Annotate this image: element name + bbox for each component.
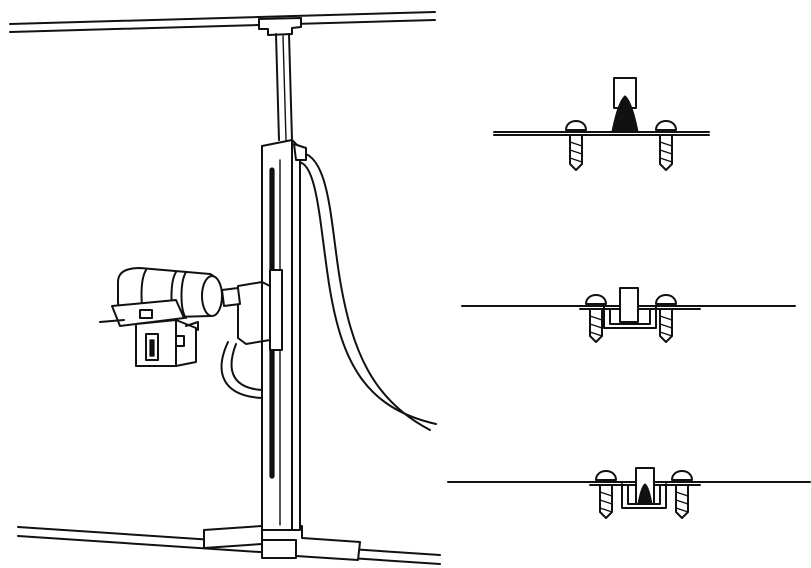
ceiling-mount [258, 17, 302, 36]
carriage-cable [220, 341, 263, 399]
rail-profile-middle [461, 287, 796, 343]
ceiling-rail [9, 11, 436, 33]
collimator [99, 299, 199, 367]
rail-profile-bottom [447, 467, 811, 519]
high-tension-cable [295, 150, 437, 431]
floor-base [203, 525, 361, 561]
telescopic-pole [275, 33, 293, 141]
rail-profile-top [493, 77, 710, 171]
column-carriage [237, 269, 283, 351]
x-ray-tube-head [117, 267, 241, 319]
